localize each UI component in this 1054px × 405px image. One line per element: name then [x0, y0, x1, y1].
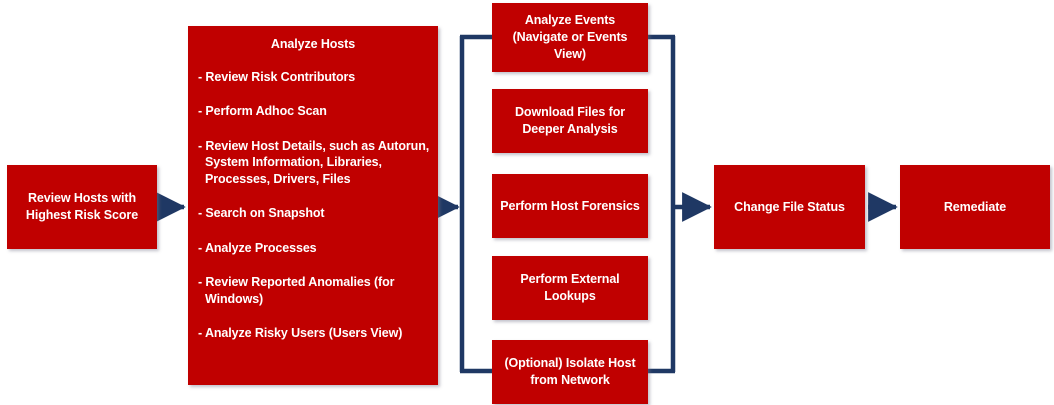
list-item: - Review Reported Anomalies (for Windows…	[198, 275, 395, 306]
list-item: - Search on Snapshot	[198, 206, 325, 221]
node-perform-host-forensics[interactable]: Perform Host Forensics	[492, 174, 648, 238]
node-analyze-hosts-title: Analyze Hosts	[270, 37, 356, 51]
node-change-file-status-label: Change File Status	[734, 199, 845, 214]
node-change-file-status[interactable]: Change File Status	[714, 165, 865, 249]
analyze-hosts-item-list: - Review Risk Contributors - Perform Adh…	[188, 69, 438, 342]
node-analyze-events[interactable]: Analyze Events (Navigate or Events View)	[492, 3, 648, 72]
node-download-files-for-deeper-analysis[interactable]: Download Files for Deeper Analysis	[492, 89, 648, 153]
node-external-lookups-label: Perform External Lookups	[520, 272, 620, 303]
node-start-label: Review Hosts with Highest Risk Score	[25, 191, 139, 222]
list-item: - Analyze Risky Users (Users View)	[198, 326, 403, 341]
connector-branch-in-bracket	[459, 34, 492, 374]
node-download-files-label: Download Files for Deeper Analysis	[514, 105, 625, 136]
node-host-forensics-label: Perform Host Forensics	[500, 198, 640, 213]
connector-branch-out-bracket	[648, 34, 676, 374]
node-remediate[interactable]: Remediate	[900, 165, 1050, 249]
list-item: - Perform Adhoc Scan	[198, 104, 327, 119]
list-item: - Review Risk Contributors	[198, 69, 356, 84]
list-item: - Review Host Details, such as Autorun, …	[198, 138, 430, 186]
list-item: - Analyze Processes	[198, 240, 317, 255]
node-analyze-hosts[interactable]: Analyze Hosts - Review Risk Contributors…	[188, 26, 438, 385]
node-remediate-label: Remediate	[943, 199, 1007, 214]
node-optional-isolate-host-from-network[interactable]: (Optional) Isolate Host from Network	[492, 340, 648, 404]
node-isolate-host-label: (Optional) Isolate Host from Network	[504, 356, 636, 387]
node-perform-external-lookups[interactable]: Perform External Lookups	[492, 256, 648, 320]
node-analyze-events-label: Analyze Events (Navigate or Events View)	[512, 13, 628, 61]
node-review-hosts-highest-risk-score[interactable]: Review Hosts with Highest Risk Score	[7, 165, 157, 249]
